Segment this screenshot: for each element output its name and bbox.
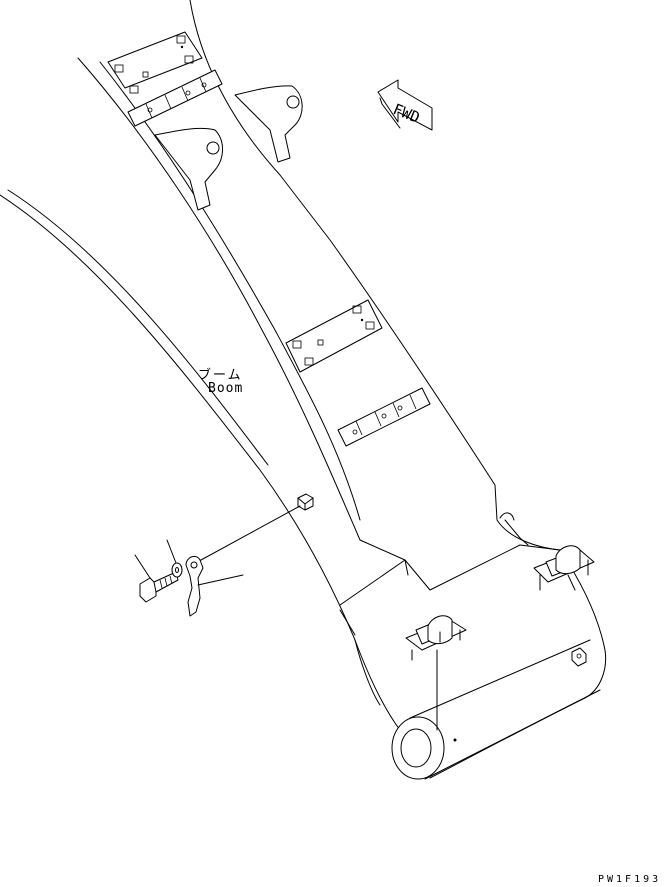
clamp-block-middle xyxy=(337,387,431,447)
clamp-plate-middle xyxy=(285,299,383,373)
upper-bracket-right xyxy=(234,85,303,163)
clamp-plate-upper xyxy=(107,31,203,94)
fwd-arrow: FWD xyxy=(377,79,433,131)
foot-pin-boss xyxy=(391,639,601,780)
boom-label-english: Boom xyxy=(208,381,244,396)
boom-body xyxy=(0,0,607,779)
leader-line-nut xyxy=(189,505,301,567)
exploded-bolt xyxy=(139,571,179,603)
exploded-nut xyxy=(297,493,314,511)
nut-foot xyxy=(571,647,587,667)
drawing-code: PW1F193 xyxy=(598,874,662,885)
hose-clamp-right xyxy=(533,545,595,591)
boom-label-japanese: ブーム xyxy=(198,368,243,383)
leader-line-bolt xyxy=(134,554,151,579)
exploded-ring-terminal xyxy=(185,555,204,617)
upper-bracket-left xyxy=(154,127,223,211)
leader-line-right-clamp xyxy=(567,574,576,591)
clamp-block-upper xyxy=(127,69,223,127)
ground-wire xyxy=(499,512,529,546)
hose-clamp-left xyxy=(405,615,467,661)
exploded-washer xyxy=(171,562,183,578)
leader-line-washer xyxy=(166,539,177,564)
leader-line-terminal xyxy=(197,574,244,586)
